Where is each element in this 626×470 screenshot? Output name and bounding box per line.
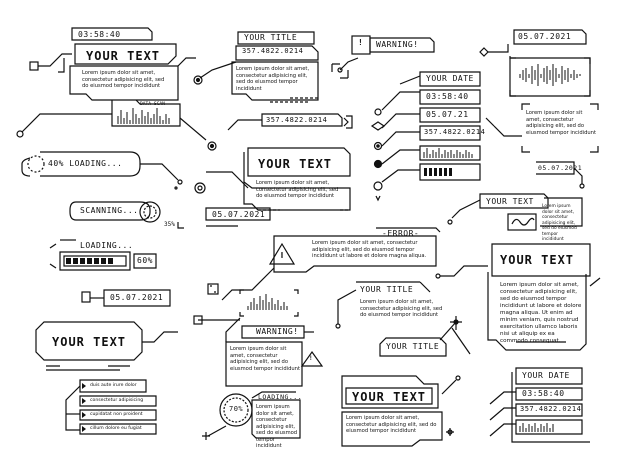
id-code-bottom-right: 357.4822.0214 (520, 405, 582, 413)
loading-bar-fill (66, 258, 113, 264)
clock-panel-top-left (16, 27, 196, 138)
date-right-mid: 05.07.2021 (538, 164, 583, 172)
date-bracket-left (81, 289, 171, 307)
your-title-heading: YOUR TITLE (244, 33, 298, 42)
list-panel (65, 379, 157, 435)
your-date-panel-bottom-right (489, 367, 590, 443)
clock-top-left: 03:58:40 (78, 30, 121, 39)
corner-marks-35 (177, 222, 184, 229)
list-item-3: cupidatat non proident (90, 412, 143, 417)
date-center: 05.07.2021 (212, 210, 266, 219)
id-code-right: 357.4822.0214 (424, 128, 486, 136)
lorem-text-right-large: Lorem ipsum dolor sit amet, consectetur … (500, 282, 582, 344)
lorem-text-error: Lorem ipsum dolor sit amet, consectetur … (312, 240, 427, 259)
lorem-text-top-left: Lorem ipsum dolor sit amet, consectetur … (82, 70, 165, 89)
your-text-wave-panel (447, 193, 583, 231)
bullet-icon (374, 108, 382, 116)
your-title-panel-2 (335, 281, 431, 329)
error-exclaim-icon: ! (280, 252, 285, 259)
segment-progress-icon (424, 168, 452, 176)
bottom-right-bars-icon (519, 423, 554, 432)
lorem-text-loading-bottom: Lorem ipsum dolor sit amet, consectetur … (256, 404, 298, 449)
warning-exclaim-icon: ! (358, 38, 364, 47)
target-circle-icon (207, 141, 217, 151)
date-waveform-panel (479, 29, 591, 97)
data-scan-label: DATA SCAN (140, 102, 165, 107)
loading-label: LOADING... (80, 241, 134, 250)
list-arrow-icons (82, 383, 86, 432)
loading-bar-panel (49, 239, 157, 271)
warning-label-top: WARNING! (376, 40, 419, 49)
lorem-text-warning: Lorem ipsum dolor sit amet, consectetur … (230, 346, 300, 372)
your-date-heading: YOUR DATE (426, 74, 474, 83)
your-title-heading-3: YOUR TITLE (386, 342, 440, 351)
your-text-heading-bottom-center: YOUR TEXT (352, 390, 427, 404)
warning-triangle-icon (268, 242, 296, 265)
circle-percent: 70% (229, 405, 244, 413)
circle-marker-icon (193, 75, 203, 85)
your-text-panel-bottom-left (35, 321, 178, 371)
waveform-icon (519, 64, 581, 86)
lorem-text-title-panel: Lorem ipsum dolor sit amet, consectetur … (236, 66, 310, 92)
your-text-heading-right: YOUR TEXT (500, 253, 575, 267)
lorem-text-wave: Lorem ipsum dolor sit amet, consectetur … (542, 204, 577, 242)
error-label: -ERROR- (382, 229, 420, 238)
lorem-text-center: Lorem ipsum dolor sit amet, consectetur … (256, 180, 339, 199)
list-item-1: duis aute irure dolor (90, 383, 137, 388)
your-title-heading-2: YOUR TITLE (360, 285, 414, 294)
date-panel-center (205, 207, 271, 227)
date-top-right: 05.07.2021 (518, 32, 572, 41)
warning-panel-bottom (193, 289, 324, 387)
your-text-panel-bottom-center (341, 375, 461, 447)
lorem-text-title-2: Lorem ipsum dolor sit amet, consectetur … (360, 299, 443, 318)
spike-waveform-icon (247, 294, 288, 310)
scanning-percent: 35% (164, 221, 175, 228)
circle-loading-panel (202, 391, 301, 440)
lorem-bracket-panel-right (485, 103, 599, 153)
lorem-text-right-bracket: Lorem ipsum dolor sit amet, consectetur … (526, 110, 596, 136)
level-bars-icon (423, 148, 473, 158)
warning-panel-top (331, 35, 435, 79)
date-left: 05.07.2021 (110, 293, 164, 302)
loading-40-panel (21, 151, 183, 190)
clock-right: 03:58:40 (426, 92, 469, 101)
your-text-panel-center (194, 147, 351, 211)
loading-label-bottom: LOADING... (258, 393, 303, 401)
clock-bottom: 03:58:40 (522, 389, 565, 398)
list-item-2: consectetur adipisicing (90, 398, 144, 403)
id-code-center: 357.4822.0214 (266, 116, 328, 124)
your-text-heading-center: YOUR TEXT (258, 157, 333, 171)
dot-marker-icon (16, 130, 24, 138)
square-marker-icon (29, 61, 39, 71)
your-title-panel (193, 31, 319, 103)
diamond-icon (370, 121, 386, 131)
warning-label-bottom: WARNING! (256, 327, 299, 336)
date-short-right: 05.07.21 (426, 110, 469, 119)
your-text-panel-right (435, 243, 601, 351)
your-title-panel-3 (379, 316, 471, 357)
id-code-row-center (227, 113, 353, 131)
your-date-heading-bottom: YOUR DATE (522, 371, 570, 380)
warning-exclaim-bottom-icon: ! (309, 355, 314, 362)
id-code-title-panel: 357.4822.0214 (242, 47, 304, 55)
scanning-label: SCANNING... (80, 206, 139, 215)
your-text-heading-bottom-left: YOUR TEXT (52, 335, 127, 349)
list-item-4: cillum dolore eu fugiat (90, 426, 142, 431)
date-panel-right-mid (536, 161, 585, 189)
scanning-panel (69, 201, 161, 223)
data-scan-bars-icon (117, 108, 170, 124)
your-text-heading-wave: YOUR TEXT (486, 197, 534, 206)
lorem-text-bottom-center: Lorem ipsum dolor sit amet, consectetur … (346, 415, 437, 434)
loading-40-label: 40% LOADING... (48, 159, 123, 168)
target-ring-icon (194, 182, 206, 194)
your-date-stack (370, 71, 481, 202)
loading-bar-value: 60% (137, 256, 153, 265)
your-text-heading-top-left: YOUR TEXT (86, 49, 161, 63)
